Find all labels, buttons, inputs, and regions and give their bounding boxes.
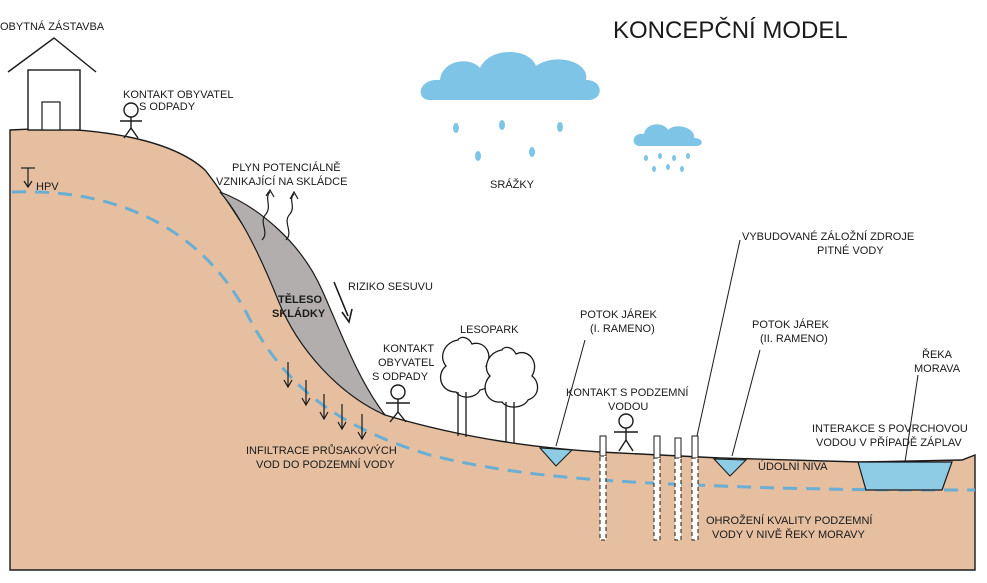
label-backup-1: VYBUDOVANÉ ZÁLOŽNÍ ZDROJE xyxy=(742,230,914,243)
label-stream2-1: POTOK JÁREK xyxy=(752,318,829,331)
label-river-1: ŘEKA xyxy=(922,348,953,361)
gas-arrows-icon xyxy=(261,188,299,241)
label-gas-2: VZNIKAJÍCÍ NA SKLÁDCE xyxy=(216,175,347,188)
label-contact-mid-1: KONTAKT xyxy=(383,343,434,355)
label-backup-2: PITNÉ VODY xyxy=(817,244,884,257)
well-icon xyxy=(691,435,699,541)
person-top-icon xyxy=(120,102,142,139)
label-landslide: RIZIKO SESUVU xyxy=(348,281,433,293)
label-contact-mid-2: OBYVATEL xyxy=(378,357,434,369)
label-rain: SRÁŽKY xyxy=(490,178,535,191)
river-morava-channel xyxy=(857,461,953,491)
soil-body xyxy=(9,128,976,571)
hpv-marker-icon xyxy=(21,167,35,189)
well-icon xyxy=(653,435,661,541)
label-hpv: HPV xyxy=(36,181,59,193)
stream-1-channel xyxy=(538,447,574,467)
label-lesopark: LESOPARK xyxy=(460,324,519,336)
label-contact-gw-1: KONTAKT S PODZEMNÍ xyxy=(566,386,689,399)
label-gas-1: PLYN POTENCIÁLNĚ xyxy=(232,161,341,174)
label-floodplain: ÚDOLNÍ NIVA xyxy=(758,460,828,473)
landslide-arrow-icon xyxy=(333,281,353,324)
tree-icon xyxy=(439,336,492,437)
label-flood-2: VODOU V PŘÍPADĚ ZÁPLAV xyxy=(816,436,962,449)
leader-lines xyxy=(555,239,919,463)
groundwater-table-line xyxy=(11,190,976,492)
label-stream1-1: POTOK JÁREK xyxy=(580,308,657,321)
label-river-2: MORAVA xyxy=(914,363,961,375)
label-stream1-2: (I. RAMENO) xyxy=(590,323,655,335)
well-icon xyxy=(674,437,682,541)
rain-drops-icon xyxy=(453,120,563,161)
cloud-large-icon xyxy=(420,52,600,100)
label-threat-1: OHROŽENÍ KVALITY PODZEMNÍ xyxy=(706,514,873,527)
label-flood-1: INTERAKCE S POVRCHOVOU xyxy=(812,423,968,435)
stream-2-channel xyxy=(712,458,748,477)
label-contact-gw-2: VODOU xyxy=(608,401,648,413)
label-contact-top-2: S ODPADY xyxy=(139,101,196,113)
label-infiltration-1: INFILTRACE PRŮSAKOVÝCH xyxy=(246,444,397,457)
person-mid-icon xyxy=(386,384,410,423)
label-contact-mid-3: S ODPADY xyxy=(372,371,429,383)
diagram-title: KONCEPČNÍ MODEL xyxy=(613,16,848,44)
well-icon xyxy=(599,435,607,541)
landfill-body xyxy=(219,191,386,416)
infiltration-arrows-icon xyxy=(283,362,367,441)
cloud-small-icon xyxy=(633,124,702,146)
label-stream2-2: (II. RAMENO) xyxy=(760,333,828,345)
label-contact-top-1: KONTAKT OBYVATEL xyxy=(123,89,233,101)
person-well-icon xyxy=(614,413,638,452)
label-infiltration-2: VOD DO PODZEMNÍ VODY xyxy=(256,458,395,471)
label-landfill-2: SKLÁDKY xyxy=(272,307,326,320)
tree-icon xyxy=(484,346,539,443)
label-landfill-1: TĚLESO xyxy=(278,293,322,306)
rain-drops-small-icon xyxy=(644,153,690,172)
house-icon xyxy=(7,37,97,131)
label-threat-2: VODY V NIVĚ ŘEKY MORAVY xyxy=(712,528,865,541)
label-residential: OBYTNÁ ZÁSTAVBA xyxy=(0,20,105,33)
